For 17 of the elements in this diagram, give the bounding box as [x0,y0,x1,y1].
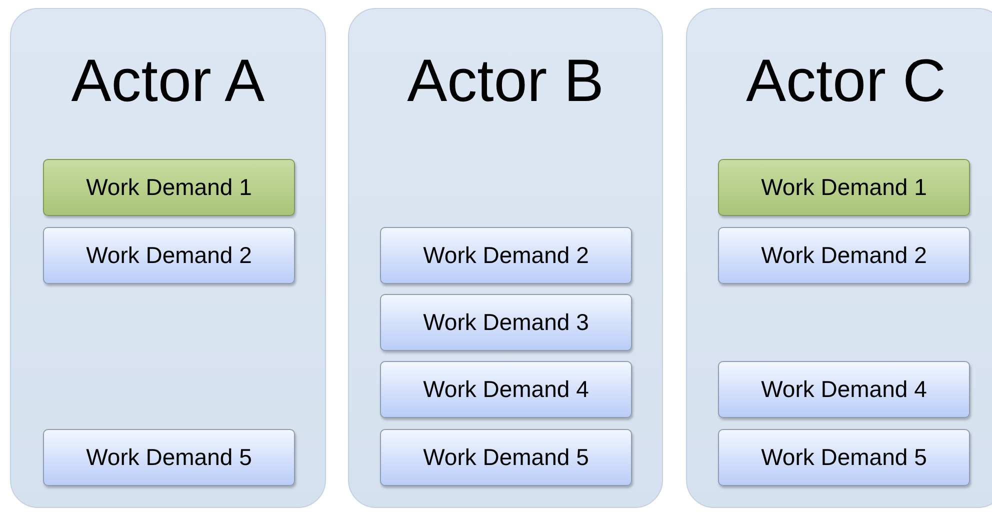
lane-title: Actor A [70,46,266,116]
lane-title: Actor B [406,46,605,116]
swimlane-panel [10,8,326,508]
task-box: Work Demand 1 [43,159,295,216]
task-box: Work Demand 2 [43,227,295,284]
task-box: Work Demand 5 [718,429,970,486]
swimlane-panel [348,8,663,508]
task-box: Work Demand 1 [718,159,970,216]
task-box: Work Demand 5 [380,429,632,486]
lane-title: Actor C [744,46,948,116]
task-box: Work Demand 2 [380,227,632,284]
task-box: Work Demand 2 [718,227,970,284]
task-box: Work Demand 4 [718,361,970,418]
task-box: Work Demand 5 [43,429,295,486]
swimlane-panel [686,8,992,508]
task-box: Work Demand 3 [380,294,632,351]
task-box: Work Demand 4 [380,361,632,418]
